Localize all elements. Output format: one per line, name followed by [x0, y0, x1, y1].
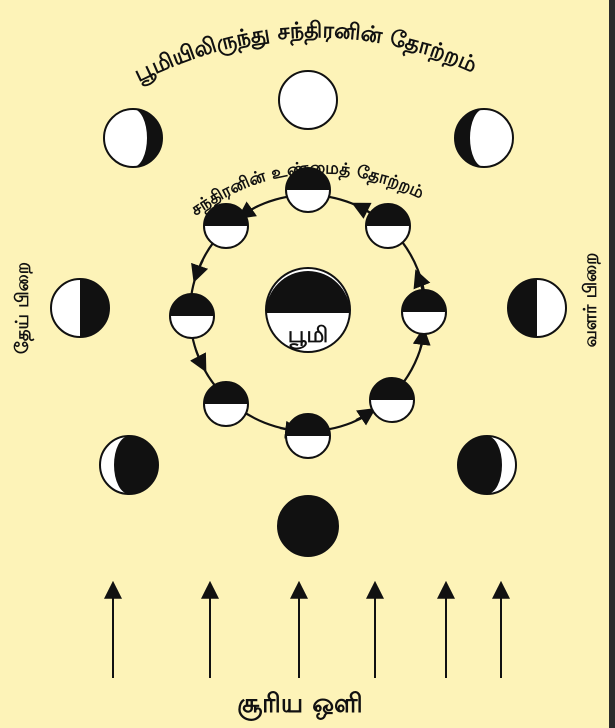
- waxing-label: வளர் பிறை: [580, 253, 601, 348]
- inner-moon: [170, 294, 214, 338]
- sunlight-arrows: [113, 588, 501, 678]
- waning-label: தேய் பிறை: [12, 262, 35, 354]
- inner-moon: [370, 378, 414, 422]
- sunlight-label: சூரிய ஒளி: [237, 689, 362, 721]
- inner-moon: [286, 414, 330, 458]
- waning-crescent-moon: [100, 436, 158, 494]
- orbit-arrow: [356, 412, 370, 420]
- first-quarter-moon: [508, 279, 566, 337]
- orbit-arrow: [196, 350, 203, 366]
- inner-moon: [204, 382, 248, 426]
- new-moon: [278, 496, 338, 556]
- inner-moon: [402, 290, 446, 334]
- last-quarter-moon: [51, 279, 109, 337]
- waning-gibbous-moon: [104, 109, 162, 167]
- earth: பூமி: [266, 268, 350, 352]
- inner-moon: [204, 204, 248, 248]
- full-moon: [279, 71, 337, 129]
- earth-label: பூமி: [288, 323, 328, 350]
- inner-moon: [366, 204, 410, 248]
- waxing-crescent-moon: [458, 436, 516, 494]
- waxing-gibbous-moon: [455, 109, 513, 167]
- orbit-arrow: [420, 334, 423, 350]
- inner-moon: [286, 168, 330, 212]
- orbit-arrow: [196, 260, 203, 276]
